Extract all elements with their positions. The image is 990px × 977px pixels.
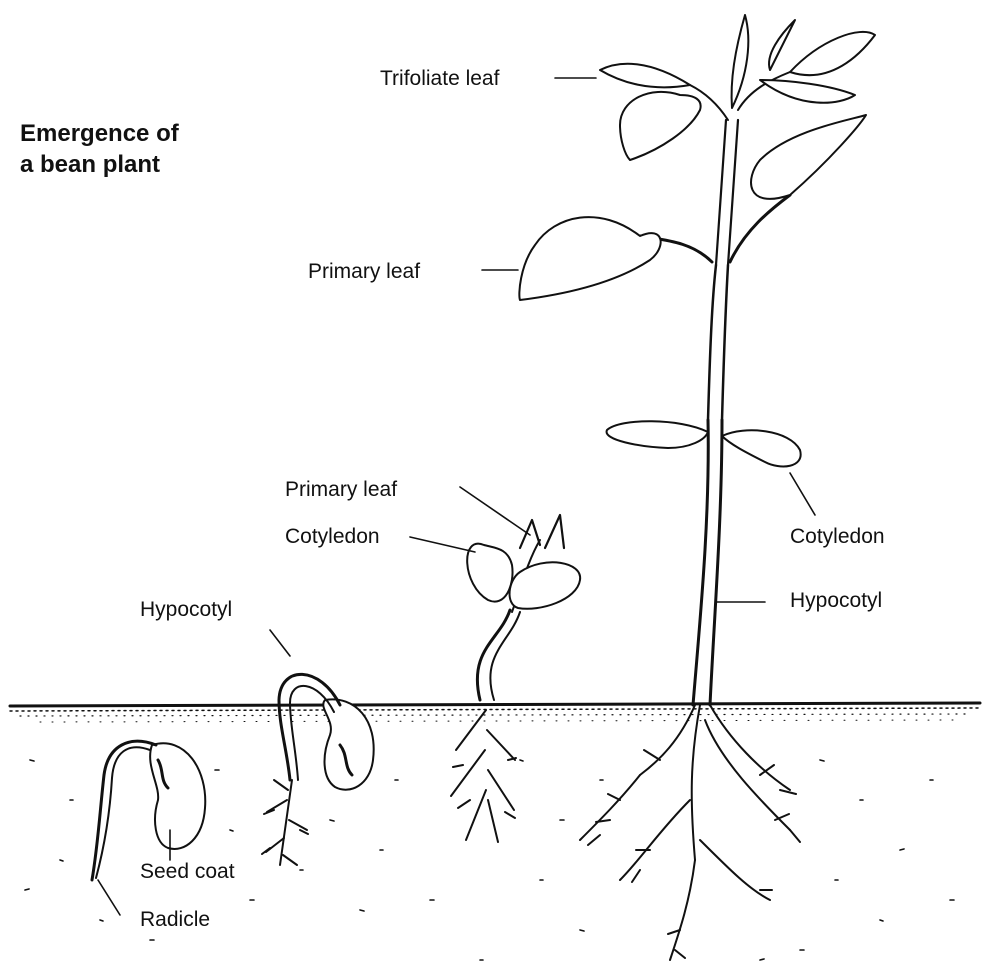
label-trifoliate-leaf: Trifoliate leaf	[380, 67, 499, 91]
label-hypocotyl-mature: Hypocotyl	[790, 589, 882, 613]
label-cotyledon-mature: Cotyledon	[790, 525, 885, 549]
label-cotyledon-seedling: Cotyledon	[285, 525, 380, 549]
label-primary-leaf-seedling: Primary leaf	[285, 478, 397, 502]
label-radicle: Radicle	[140, 908, 210, 932]
label-seed-coat: Seed coat	[140, 860, 235, 884]
soil-surface	[10, 703, 980, 722]
stage-3-seedling	[451, 515, 580, 842]
stage-2-hypocotyl-hook	[262, 674, 374, 865]
label-hypocotyl-hook: Hypocotyl	[140, 598, 232, 622]
label-primary-leaf-mature: Primary leaf	[308, 260, 420, 284]
stage-4-mature-plant	[519, 15, 875, 960]
